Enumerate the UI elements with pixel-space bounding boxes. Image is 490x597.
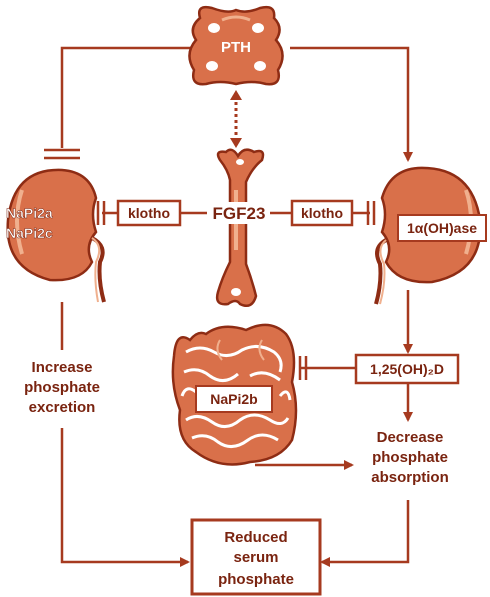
increase-line-3: excretion: [29, 399, 96, 416]
dotted-arrow-up: [230, 90, 242, 100]
excretion-to-reduced-arrow: [62, 428, 188, 562]
klotho-right-box: klotho: [292, 201, 352, 225]
napi2a-label: NaPi2a: [6, 205, 53, 221]
napi2b-label: NaPi2b: [210, 391, 257, 407]
decrease-line-3: absorption: [371, 469, 449, 486]
klotho-right-label: klotho: [301, 205, 343, 221]
increase-line-1: Increase: [32, 359, 93, 376]
increase-excretion-text: Increase phosphate excretion: [24, 359, 100, 416]
reduced-line-3: phosphate: [218, 571, 294, 588]
vitd-box: 1,25(OH)₂D: [356, 355, 458, 383]
klotho-left-label: klotho: [128, 205, 170, 221]
klotho-left-box: klotho: [118, 201, 180, 225]
vitd-label: 1,25(OH)₂D: [370, 361, 444, 377]
pth-to-right-kidney-arrow: [290, 48, 408, 160]
increase-line-2: phosphate: [24, 379, 100, 396]
parathyroid-gland-icon: PTH: [189, 7, 282, 84]
absorption-to-reduced-arrow: [322, 500, 408, 562]
one-alpha-ohase-label: 1α(OH)ase: [407, 220, 477, 236]
pth-to-left-kidney-line: [62, 48, 195, 148]
dotted-arrow-down: [230, 138, 242, 148]
napi2c-label: NaPi2c: [6, 225, 53, 241]
pth-label: PTH: [221, 39, 251, 56]
decrease-line-2: phosphate: [372, 449, 448, 466]
reduced-line-2: serum: [233, 549, 278, 566]
reduced-line-1: Reduced: [224, 529, 287, 546]
bone-icon: [217, 150, 263, 306]
decrease-absorption-text: Decrease phosphate absorption: [371, 429, 449, 486]
fgf23-label: FGF23: [213, 204, 266, 223]
decrease-line-1: Decrease: [377, 429, 444, 446]
reduced-serum-phosphate-box: Reduced serum phosphate: [192, 520, 320, 594]
